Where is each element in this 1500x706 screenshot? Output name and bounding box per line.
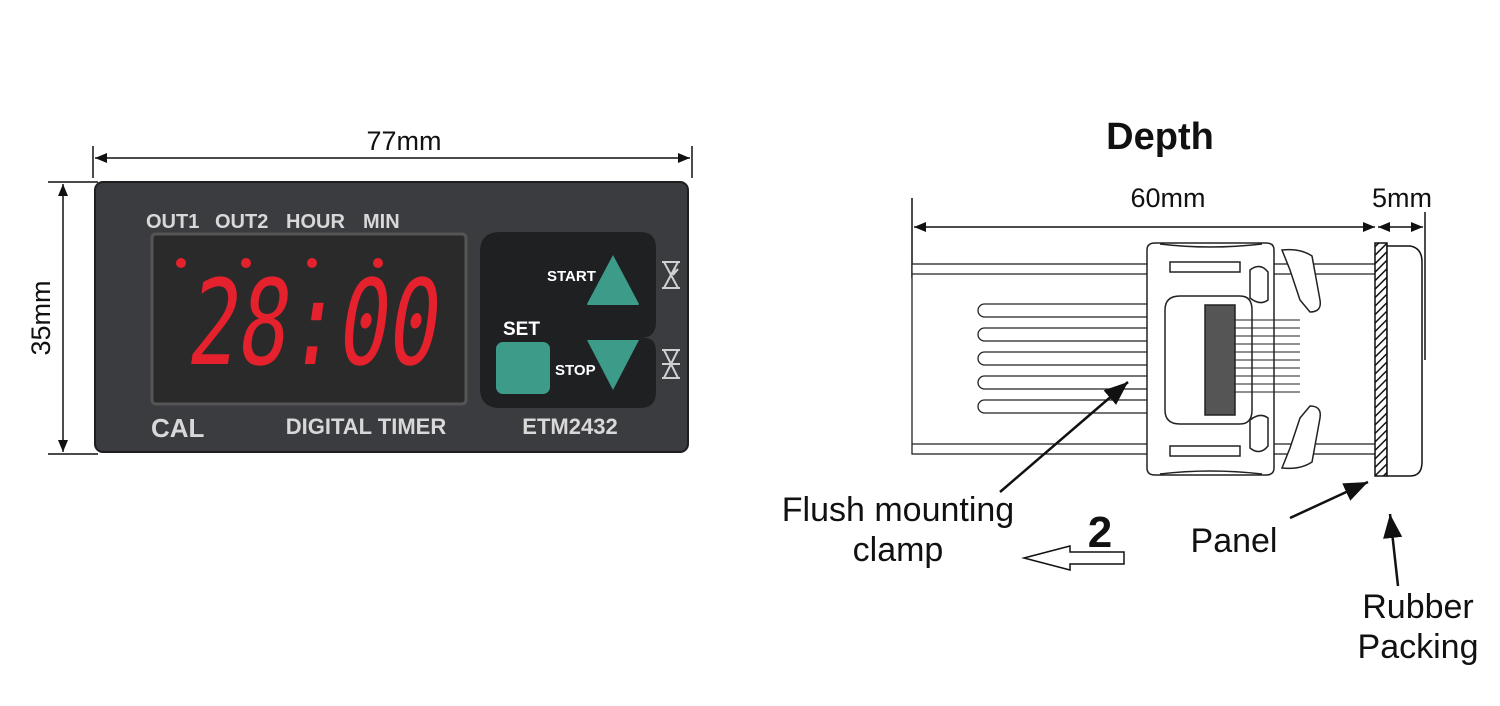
height-dimension: 35mm bbox=[26, 181, 98, 455]
indicator-min: MIN bbox=[363, 211, 400, 233]
hourglass-stop-icon bbox=[662, 349, 680, 379]
start-button[interactable] bbox=[587, 255, 639, 305]
width-dimension: 77mm bbox=[92, 126, 693, 178]
led-dot-min bbox=[373, 258, 383, 268]
depth-title: Depth bbox=[1106, 116, 1214, 158]
clamp-label-line2: clamp bbox=[853, 531, 944, 569]
led-dot-out1 bbox=[176, 258, 186, 268]
width-dim-label: 77mm bbox=[366, 126, 441, 156]
brand-logo-text: CAL bbox=[151, 413, 205, 443]
side-view: Depth 60mm 5mm bbox=[782, 116, 1479, 666]
led-dot-out2 bbox=[241, 258, 251, 268]
led-display bbox=[150, 232, 468, 406]
depth-dim-label: 60mm bbox=[1130, 183, 1205, 213]
stop-label: STOP bbox=[555, 362, 596, 379]
start-label: START bbox=[547, 268, 596, 285]
height-dim-label: 35mm bbox=[26, 280, 56, 355]
packing-label-line1: Rubber bbox=[1362, 588, 1474, 626]
mounting-panel bbox=[1374, 242, 1388, 477]
clamp-callout-arrow bbox=[999, 381, 1129, 493]
packing-dim-label: 5mm bbox=[1372, 183, 1432, 213]
indicator-out1: OUT1 bbox=[146, 211, 199, 233]
set-label: SET bbox=[503, 319, 540, 340]
led-dot-hour bbox=[307, 258, 317, 268]
step-number: 2 bbox=[1088, 508, 1112, 557]
panel-label: Panel bbox=[1191, 522, 1278, 560]
packing-dimension: 5mm bbox=[1372, 183, 1432, 360]
hourglass-run-icon bbox=[662, 261, 680, 289]
direction-arrow-icon bbox=[1021, 545, 1125, 571]
mounting-clamp bbox=[1146, 242, 1322, 476]
rubber-packing bbox=[1386, 245, 1423, 477]
indicator-hour: HOUR bbox=[286, 211, 345, 233]
clamp-label-line1: Flush mounting bbox=[782, 491, 1014, 529]
indicator-out2: OUT2 bbox=[215, 211, 268, 233]
front-view: 77mm 35mm OUT1 OUT2 HOUR MIN 28:00 START… bbox=[26, 126, 693, 455]
stop-button[interactable] bbox=[587, 340, 639, 390]
depth-dimension: 60mm bbox=[911, 183, 1375, 278]
set-button[interactable] bbox=[496, 342, 550, 394]
model-label: ETM2432 bbox=[522, 414, 617, 439]
packing-label-line2: Packing bbox=[1358, 628, 1479, 666]
packing-callout-arrow bbox=[1383, 513, 1403, 587]
display-value: 28:00 bbox=[181, 255, 450, 392]
panel-callout-arrow bbox=[1289, 480, 1369, 520]
product-type-label: DIGITAL TIMER bbox=[286, 414, 447, 439]
